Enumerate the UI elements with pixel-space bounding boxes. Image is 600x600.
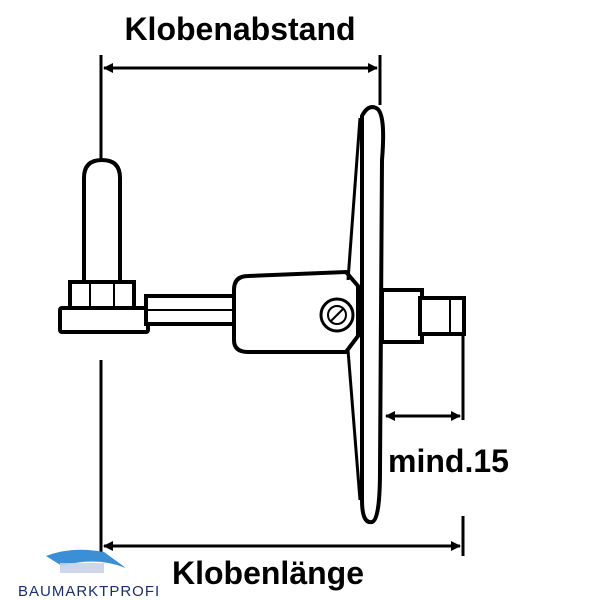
flange-body (232, 105, 386, 525)
label-mind15: mind.15 (388, 443, 509, 479)
logo-text: BAUMARKTPROFI (18, 583, 160, 600)
pin-shaft (82, 157, 122, 284)
flange-web-top (346, 117, 362, 281)
threaded-rod (144, 294, 240, 326)
baumarktprofi-logo: BAUMARKTPROFI (18, 549, 160, 600)
flange-web-bottom (346, 349, 362, 501)
pin-base-plate (58, 306, 150, 334)
logo-stripe (60, 563, 104, 573)
pin-nut (68, 280, 136, 310)
screw-slot (329, 307, 345, 323)
flange-hub (232, 269, 360, 354)
pin-bolt (58, 157, 150, 334)
label-klobenlaenge: Klobenlänge (172, 555, 364, 591)
rod-end (380, 288, 466, 344)
flange-plate (360, 105, 386, 525)
label-klobenabstand: Klobenabstand (124, 11, 355, 47)
rod-end-collar (380, 288, 424, 344)
rod-end-tip (418, 296, 466, 336)
